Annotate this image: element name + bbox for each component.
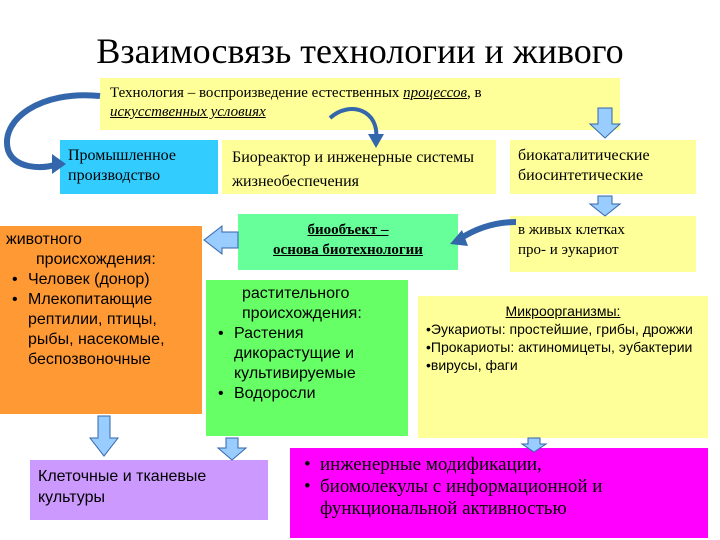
curved-arrow-center [328,107,379,141]
animal-head-2: происхождения: [36,251,156,268]
definition-text-3: , в [466,85,482,101]
plant-origin-box: растительного происхождения: Растения ди… [206,280,408,436]
bioreactor-label: Биореактор и инженерные системы жизнеобе… [232,149,474,190]
mods-item-engineering: инженерные модификации, [298,454,700,476]
curved-arrow-center-head [368,134,384,148]
curved-arrow-right [456,219,517,243]
down-arrow-right-2 [588,195,622,217]
industry-box: Промышленное производство [60,140,218,194]
animal-item-mammals: Млекопитающие рептилии, птицы, рыбы, нас… [6,290,196,370]
slide-title: Взаимосвязь технологии и живого [96,31,624,71]
left-arrow-animal [203,224,239,256]
catalytic-line-1: биокаталитические [518,147,650,164]
definition-box: Технология – воспроизведение естественны… [100,78,620,130]
plant-item-plants: Растения дикорастущие и культивируемые [212,324,402,384]
micro-item-prokaryotes: •Прокариоты: актиномицеты, эубактерии [426,339,693,355]
mods-list: инженерные модификации, биомолекулы с ин… [298,454,700,520]
down-arrow-right-1 [588,107,622,139]
animal-head-1: животного [6,231,82,248]
cultures-label: Клеточные и тканевые культуры [38,468,207,506]
down-arrow-micro [520,437,548,453]
down-arrow-cultures [88,415,120,457]
animal-origin-box: животного происхождения: Человек (донор)… [0,226,202,414]
cells-box: в живых клетках про- и эукариот [510,216,696,272]
down-arrow-plant [216,437,248,461]
micro-head: Микроорганизмы: [505,303,621,319]
cells-line-2: про- и эукариот [518,242,619,258]
definition-text-2: процессов [403,85,467,101]
curved-arrow-right-head [450,230,468,246]
definition-text-1: Технология – воспроизведение естественны… [110,85,404,101]
industry-label: Промышленное производство [68,147,176,184]
curved-arrow-left [4,92,101,171]
animal-item-human: Человек (донор) [6,270,196,290]
curved-arrow-left-head [52,154,66,174]
catalytic-line-2: биосинтетические [518,167,644,184]
plant-head-2: происхождения: [242,305,362,322]
mods-item-biomolecules: биомолекулы с информационной и функциона… [298,476,700,520]
cultures-box: Клеточные и тканевые культуры [30,460,268,520]
bioreactor-box: Биореактор и инженерные системы жизнеобе… [222,140,496,194]
micro-item-viruses: •вирусы, фаги [426,357,518,373]
micro-item-eukaryotes: •Эукариоты: простейшие, грибы, дрожжи [426,321,693,337]
bioobject-line-1: биообъект – [307,222,389,238]
catalytic-box: биокаталитические биосинтетические [510,140,696,194]
plant-head-1: растительного [242,285,350,302]
modifications-box: инженерные модификации, биомолекулы с ин… [290,448,708,538]
plant-list: Растения дикорастущие и культивируемые В… [212,324,402,404]
bioobject-box: биообъект – основа биотехнологии [238,214,458,270]
plant-item-algae: Водоросли [212,384,402,404]
cells-line-1: в живых клетках [518,222,625,238]
animal-list: Человек (донор) Млекопитающие рептилии, … [6,270,196,370]
microorganisms-box: Микроорганизмы: •Эукариоты: простейшие, … [418,296,708,438]
bioobject-line-2: основа биотехнологии [273,242,423,258]
definition-text-4: искусственных условиях [110,104,266,120]
